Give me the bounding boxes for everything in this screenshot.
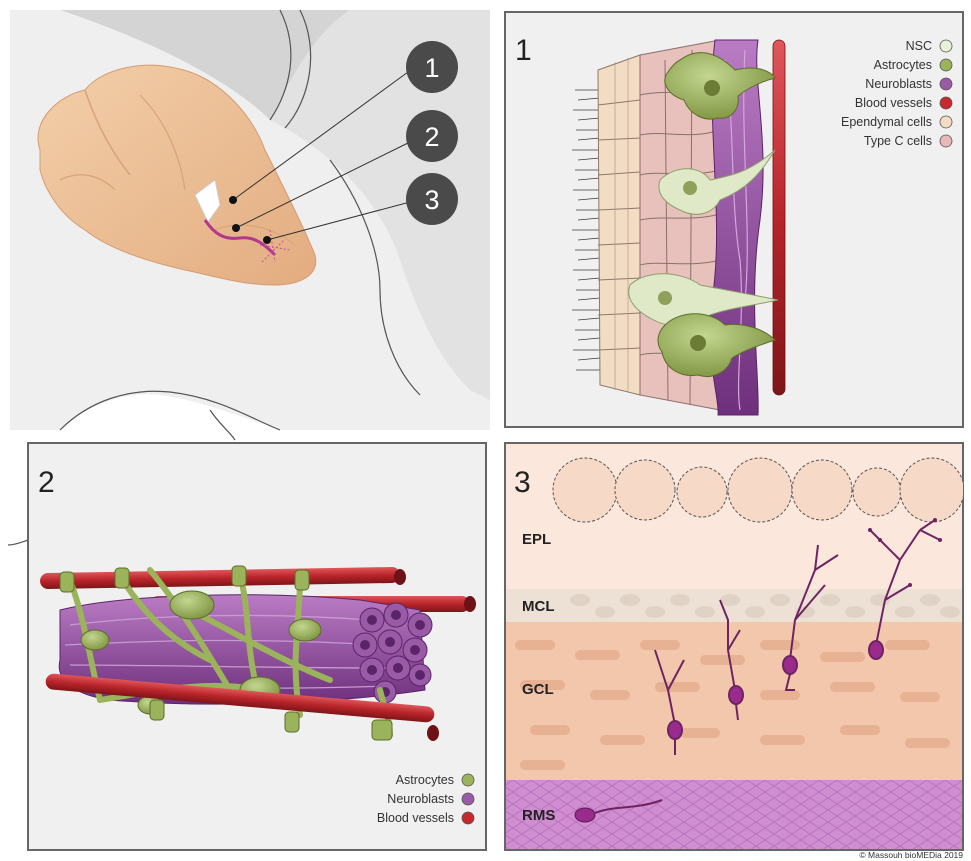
callout-badge-1: 1 (406, 41, 458, 93)
layer-label-epl: EPL (522, 531, 551, 548)
legend-label: Neuroblasts (387, 792, 454, 806)
legend-swatch (940, 135, 952, 147)
layer-label-mcl: MCL (522, 598, 555, 615)
legend-label: NSC (906, 39, 932, 53)
callout-label-2: 2 (424, 122, 439, 152)
layer-label-gcl: GCL (522, 681, 554, 698)
panel-3: 3 EPL MCL GCL RMS (505, 443, 964, 850)
copyright-notice: © Massouh bioMEDia 2019 (859, 850, 963, 860)
legend-swatch (462, 774, 474, 786)
legend-swatch (462, 812, 474, 824)
rms-layer-band (506, 780, 962, 849)
callout-label-1: 1 (424, 53, 439, 83)
legend-label: Type C cells (864, 134, 932, 148)
legend-swatch (940, 116, 952, 128)
legend-label: Ependymal cells (841, 115, 932, 129)
legend-label: Astrocytes (874, 58, 932, 72)
panel-2-number: 2 (38, 466, 55, 499)
callout-badge-3: 3 (406, 173, 458, 225)
legend-swatch (462, 793, 474, 805)
panel-1-number: 1 (515, 34, 532, 67)
panel-3-number: 3 (514, 466, 531, 499)
legend-swatch (940, 78, 952, 90)
legend-label: Neuroblasts (865, 77, 932, 91)
legend-swatch (940, 97, 952, 109)
legend-label: Blood vessels (855, 96, 932, 110)
legend-label: Blood vessels (377, 811, 454, 825)
callout-badge-2: 2 (406, 110, 458, 162)
layer-label-rms: RMS (522, 807, 555, 824)
legend-label: Astrocytes (396, 773, 454, 787)
legend-swatch (940, 40, 952, 52)
callout-label-3: 3 (424, 185, 439, 215)
legend-swatch (940, 59, 952, 71)
blood-vessel-vertical (773, 40, 785, 395)
ependymal-cell-layer (598, 55, 640, 395)
